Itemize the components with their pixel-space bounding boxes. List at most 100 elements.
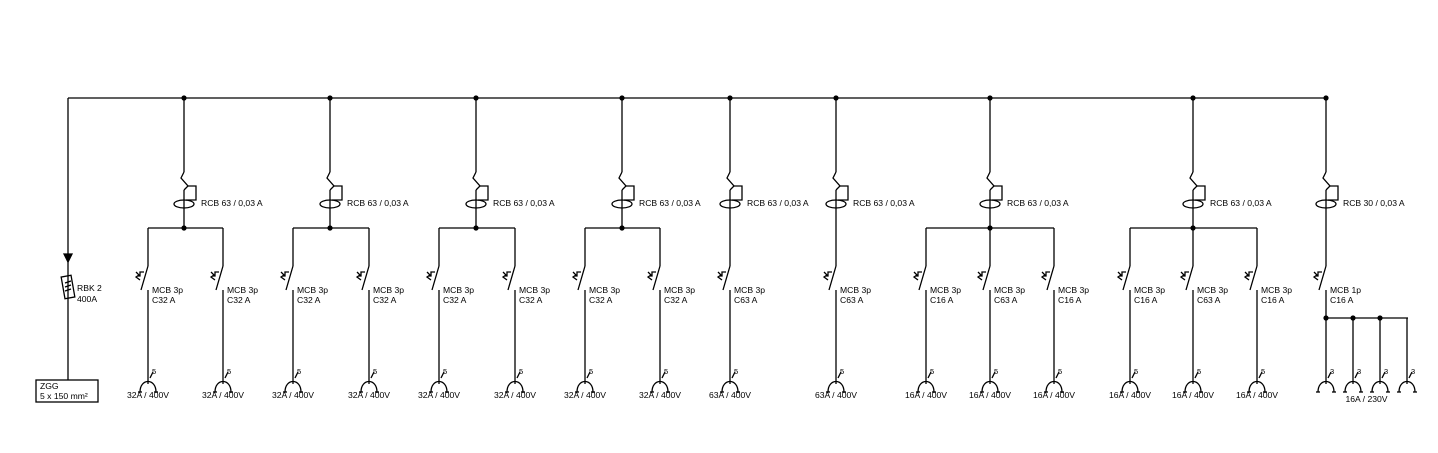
socket-outlet-icon — [1121, 380, 1139, 393]
conductor-count: 5 — [373, 367, 377, 376]
socket-rating-label: 32A / 400V — [564, 390, 606, 400]
socket-rating-label: 63A / 400V — [815, 390, 857, 400]
rcb-switch-icon — [173, 171, 197, 228]
mcb-switch-icon — [355, 265, 370, 296]
conductor-tick — [837, 371, 842, 379]
socket-outlet-icon — [981, 380, 999, 393]
mcb-rating-label: C32 A — [519, 295, 543, 305]
rcb-label: RCB 30 / 0,03 A — [1343, 198, 1405, 208]
socket-outlet-icon — [1371, 380, 1389, 393]
mcb-rating-label: C32 A — [297, 295, 321, 305]
socket-outlet-icon — [651, 380, 669, 393]
branch-junction — [619, 225, 625, 231]
socket-rating-label: 16A / 230V — [1345, 394, 1387, 404]
mcb-rating-label: C16 A — [930, 295, 954, 305]
socket-rating-label: 32A / 400V — [272, 390, 314, 400]
mcb-switch-icon — [976, 265, 991, 296]
conductor-tick — [294, 371, 299, 379]
socket-outlet-icon — [284, 380, 302, 393]
conductor-count: 5 — [152, 367, 156, 376]
rcb-switch-icon — [1315, 171, 1339, 228]
mcb-rating-label: C16 A — [1134, 295, 1158, 305]
socket-rating-label: 16A / 400V — [905, 390, 947, 400]
mcb-switch-icon — [1179, 265, 1194, 296]
mcb-switch-icon — [571, 265, 586, 296]
mcb-rating-label: C63 A — [994, 295, 1018, 305]
mcb-rating-label: C16 A — [1330, 295, 1354, 305]
rcb-toroid-icon — [173, 199, 195, 209]
conductor-tick — [1408, 371, 1413, 379]
mcb-rating-label: C63 A — [1197, 295, 1221, 305]
branch-junction — [181, 225, 187, 231]
mcb-switch-icon — [1312, 265, 1327, 296]
rcb-switch-icon — [719, 171, 743, 228]
main-fuse-icon — [60, 274, 76, 300]
mcb-switch-icon — [425, 265, 440, 296]
conductor-tick — [927, 371, 932, 379]
socket-outlet-icon — [506, 380, 524, 393]
conductor-count: 5 — [1197, 367, 1201, 376]
rcb-label: RCB 63 / 0,03 A — [853, 198, 915, 208]
rcb-switch-icon — [611, 171, 635, 228]
rcb-label: RCB 63 / 0,03 A — [1007, 198, 1069, 208]
rcb-switch-icon — [1182, 171, 1206, 228]
socket-outlet-icon — [1344, 380, 1362, 393]
conductor-tick — [1258, 371, 1263, 379]
socket-rating-label: 32A / 400V — [494, 390, 536, 400]
rcb-toroid-icon — [1182, 199, 1204, 209]
mcb-switch-icon — [1116, 265, 1131, 296]
mcb-type-label: MCB 3p — [519, 285, 550, 295]
conductor-tick — [1381, 371, 1386, 379]
socket-rating-label: 16A / 400V — [1172, 390, 1214, 400]
socket-outlet-icon — [721, 380, 739, 393]
rcb-label: RCB 63 / 0,03 A — [747, 198, 809, 208]
conductor-tick — [1131, 371, 1136, 379]
mcb-type-label: MCB 3p — [152, 285, 183, 295]
conductor-tick — [370, 371, 375, 379]
socket-rating-label: 16A / 400V — [969, 390, 1011, 400]
rcb-label: RCB 63 / 0,03 A — [493, 198, 555, 208]
conductor-tick — [1055, 371, 1060, 379]
rcb-label: RCB 63 / 0,03 A — [347, 198, 409, 208]
conductor-count: 5 — [1058, 367, 1062, 376]
supply-cable-label: ZGG — [40, 381, 59, 391]
rcb-switch-icon — [465, 171, 489, 228]
mcb-switch-icon — [912, 265, 927, 296]
conductor-tick — [661, 371, 666, 379]
socket-outlet-icon — [139, 380, 157, 393]
branch-junction — [473, 225, 479, 231]
conductor-count: 5 — [589, 367, 593, 376]
mcb-type-label: MCB 3p — [664, 285, 695, 295]
socket-outlet-icon — [917, 380, 935, 393]
mcb-rating-label: C16 A — [1261, 295, 1285, 305]
rcb-toroid-icon — [825, 199, 847, 209]
socket-rating-label: 32A / 400V — [418, 390, 460, 400]
conductor-count: 5 — [994, 367, 998, 376]
socket-outlet-icon — [214, 380, 232, 393]
socket-rating-label: 16A / 400V — [1236, 390, 1278, 400]
conductor-tick — [224, 371, 229, 379]
socket-outlet-icon — [827, 380, 845, 393]
socket-outlet-icon — [1248, 380, 1266, 393]
